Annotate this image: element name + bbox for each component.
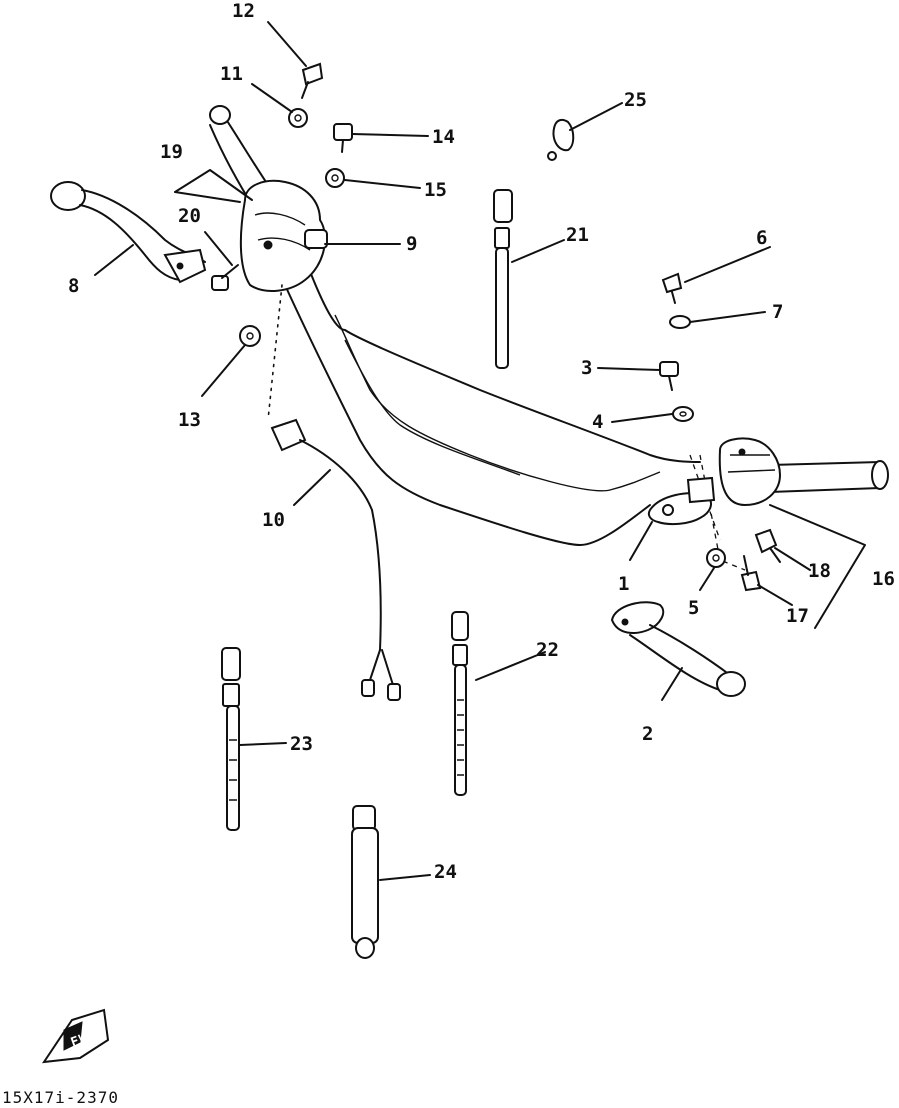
callout-21: 21 [566, 224, 589, 246]
callout-7: 7 [772, 301, 783, 323]
callout-19: 19 [160, 141, 183, 163]
callout-25: 25 [624, 89, 647, 111]
hardware [211, 62, 781, 592]
leader-lines [94, 21, 866, 881]
right-lever-holder [647, 476, 716, 526]
switch-cable [267, 284, 401, 701]
callout-6: 6 [756, 227, 767, 249]
callout-16: 16 [872, 568, 895, 590]
cable-22 [451, 611, 469, 796]
callout-11: 11 [220, 63, 243, 85]
cable-23 [221, 647, 241, 831]
right-switch-assembly [718, 437, 782, 507]
callout-13: 13 [178, 409, 201, 431]
fwd-logo: FWD [41, 1008, 110, 1064]
callout-22: 22 [536, 639, 559, 661]
callout-14: 14 [432, 126, 455, 148]
callout-18: 18 [808, 560, 831, 582]
clutch-lever [50, 181, 207, 284]
callout-23: 23 [290, 733, 313, 755]
callout-5: 5 [688, 597, 699, 619]
left-lever-holder [239, 180, 328, 292]
drawing-code: 15X17i-2370 [2, 1088, 119, 1107]
callout-20: 20 [178, 205, 201, 227]
callout-8: 8 [68, 275, 79, 297]
brake-lever [610, 601, 746, 697]
callout-2: 2 [642, 723, 653, 745]
callout-labels: 1 2 3 4 5 6 7 8 9 10 11 12 13 14 15 16 1… [68, 0, 895, 883]
callout-17: 17 [786, 605, 809, 627]
cable-21 [493, 189, 513, 369]
handlebar [209, 105, 889, 571]
callout-4: 4 [592, 411, 603, 433]
cable-24 [351, 805, 379, 959]
callout-12: 12 [232, 0, 255, 22]
callout-15: 15 [424, 179, 447, 201]
callout-10: 10 [262, 509, 285, 531]
callout-24: 24 [434, 861, 457, 883]
callout-1: 1 [618, 573, 629, 595]
callout-9: 9 [406, 233, 417, 255]
callout-3: 3 [581, 357, 592, 379]
